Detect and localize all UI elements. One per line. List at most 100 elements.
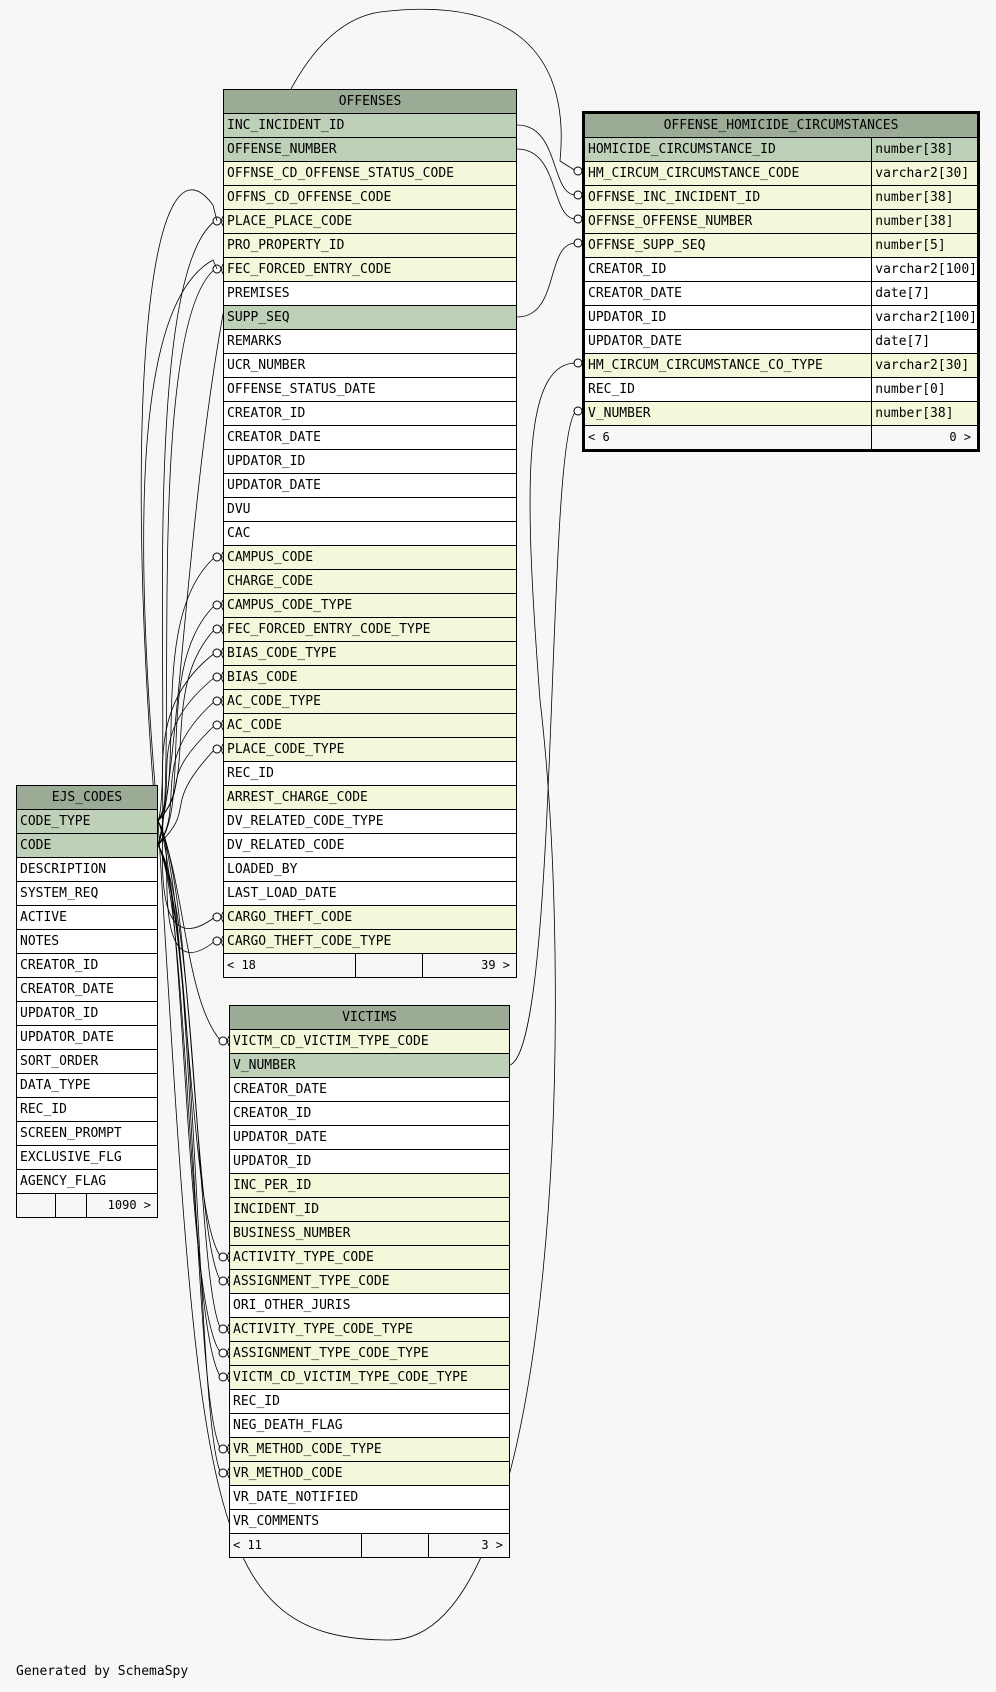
column-row[interactable]: NOTES [16,929,158,954]
column-row[interactable]: CREATOR_ID [229,1101,510,1126]
column-row[interactable]: VR_METHOD_CODE [229,1461,510,1486]
column-row[interactable]: SUPP_SEQ [223,305,517,330]
column-row[interactable]: BUSINESS_NUMBER [229,1221,510,1246]
column-row[interactable]: INC_PER_ID [229,1173,510,1198]
column-row[interactable]: AC_CODE_TYPE [223,689,517,714]
column-row[interactable]: VR_METHOD_CODE_TYPE [229,1437,510,1462]
column-row[interactable]: UCR_NUMBER [223,353,517,378]
optional-many-marker [573,214,583,224]
column-row[interactable]: UPDATOR_DATE [223,473,517,498]
column-row[interactable]: V_NUMBER [229,1053,510,1078]
column-row[interactable]: CAMPUS_CODE [223,545,517,570]
column-row[interactable]: CARGO_THEFT_CODE [223,905,517,930]
column-name: UPDATOR_ID [229,1149,510,1174]
column-row[interactable]: AGENCY_FLAG [16,1169,158,1194]
optional-many-marker [212,600,222,610]
column-row[interactable]: CAMPUS_CODE_TYPE [223,593,517,618]
column-row[interactable]: VR_DATE_NOTIFIED [229,1485,510,1510]
column-row[interactable]: PREMISES [223,281,517,306]
column-row[interactable]: BIAS_CODE_TYPE [223,641,517,666]
crows-foot-marker [226,1275,230,1287]
column-row[interactable]: ORI_OTHER_JURIS [229,1293,510,1318]
column-row[interactable]: UPDATOR_ID [229,1149,510,1174]
column-row[interactable]: REMARKS [223,329,517,354]
relationship-line [516,148,577,220]
column-row[interactable]: REC_ID [223,761,517,786]
column-row[interactable]: PLACE_CODE_TYPE [223,737,517,762]
column-row[interactable]: UPDATOR_DATE [16,1025,158,1050]
column-row[interactable]: SYSTEM_REQ [16,881,158,906]
column-row[interactable]: OFFNSE_CD_OFFENSE_STATUS_CODE [223,161,517,186]
crows-foot-marker [226,1347,230,1359]
column-row[interactable]: CODE_TYPE [16,809,158,834]
column-row[interactable]: DVU [223,497,517,522]
column-row[interactable]: FEC_FORCED_ENTRY_CODE [223,257,517,282]
column-row[interactable]: CARGO_THEFT_CODE_TYPE [223,929,517,954]
column-row[interactable]: CREATOR_ID [223,401,517,426]
column-row[interactable]: CREATOR_DATE [229,1077,510,1102]
column-row[interactable]: ACTIVE [16,905,158,930]
relationship-line [157,820,222,1450]
column-row[interactable]: CAC [223,521,517,546]
column-row[interactable]: AC_CODE [223,713,517,738]
crows-foot-marker [220,647,224,659]
column-row[interactable]: OFFENSE_STATUS_DATE [223,377,517,402]
column-row[interactable]: OFFENSE_NUMBER [223,137,517,162]
column-row[interactable]: FEC_FORCED_ENTRY_CODE_TYPE [223,617,517,642]
column-row[interactable]: ARREST_CHARGE_CODE [223,785,517,810]
column-row[interactable]: DV_RELATED_CODE [223,833,517,858]
column-name: BIAS_CODE_TYPE [223,641,517,666]
column-row[interactable]: PLACE_PLACE_CODE [223,209,517,234]
column-row[interactable]: INCIDENT_ID [229,1197,510,1222]
column-row[interactable]: DATA_TYPE [16,1073,158,1098]
column-row[interactable]: CREATOR_DATE [16,977,158,1002]
column-row[interactable]: CREATOR_ID [16,953,158,978]
column-name: UPDATOR_DATE [582,329,873,354]
column-row[interactable]: CODE [16,833,158,858]
column-row[interactable]: UPDATOR_DATE [229,1125,510,1150]
table-title: OFFENSES [223,89,517,114]
column-row[interactable]: OFFNS_CD_OFFENSE_CODE [223,185,517,210]
column-row[interactable]: SORT_ORDER [16,1049,158,1074]
column-row[interactable]: UPDATOR_ID [223,449,517,474]
column-row[interactable]: VICTM_CD_VICTIM_TYPE_CODE_TYPE [229,1365,510,1390]
column-row[interactable]: VICTM_CD_VICTIM_TYPE_CODE [229,1029,510,1054]
column-row[interactable]: REC_ID [16,1097,158,1122]
column-name: HM_CIRCUM_CIRCUMSTANCE_CO_TYPE [582,353,873,378]
column-row[interactable]: ACTIVITY_TYPE_CODE_TYPE [229,1317,510,1342]
column-row[interactable]: UPDATOR_ID [16,1001,158,1026]
column-row[interactable]: BIAS_CODE [223,665,517,690]
column-row[interactable]: EXCLUSIVE_FLG [16,1145,158,1170]
column-row[interactable]: SCREEN_PROMPT [16,1121,158,1146]
column-row[interactable]: ACTIVITY_TYPE_CODE [229,1245,510,1270]
column-row[interactable]: VR_COMMENTS [229,1509,510,1534]
column-row[interactable]: REC_ID [229,1389,510,1414]
column-row[interactable]: CHARGE_CODE [223,569,517,594]
column-row[interactable]: LAST_LOAD_DATE [223,881,517,906]
column-row[interactable]: INC_INCIDENT_ID [223,113,517,138]
column-row[interactable]: ASSIGNMENT_TYPE_CODE [229,1269,510,1294]
column-row[interactable]: LOADED_BY [223,857,517,882]
column-row[interactable]: NEG_DEATH_FLAG [229,1413,510,1438]
column-row[interactable]: ASSIGNMENT_TYPE_CODE_TYPE [229,1341,510,1366]
column-row[interactable]: PRO_PROPERTY_ID [223,233,517,258]
column-row[interactable]: DESCRIPTION [16,857,158,882]
column-row[interactable]: CREATOR_DATE [223,425,517,450]
column-row[interactable]: DV_RELATED_CODE_TYPE [223,809,517,834]
